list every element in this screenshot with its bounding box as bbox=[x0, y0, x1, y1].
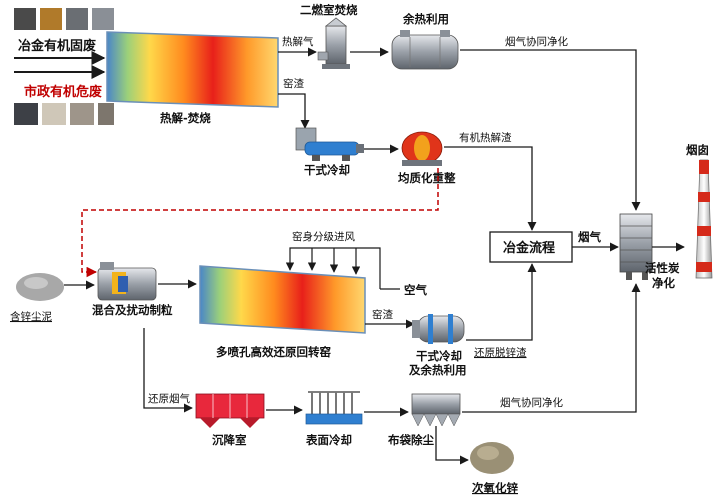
mixing-granulation-drum-icon bbox=[97, 262, 157, 301]
zinc-dust-highlight bbox=[24, 277, 48, 289]
surface-cooler-icon bbox=[305, 391, 363, 425]
label-pyrolysis-incineration: 热解-焚烧 bbox=[160, 111, 211, 125]
arrow-waste-heat-to-purifier bbox=[460, 49, 641, 211]
label-flue-gas-co-purification-top: 烟气协同净化 bbox=[505, 35, 568, 48]
label-zinc-oxide: 次氧化锌 bbox=[472, 481, 518, 495]
label-settling-chamber: 沉降室 bbox=[212, 433, 247, 447]
label-mixing-granulation: 混合及扰动制粒 bbox=[92, 303, 173, 317]
label-chimney: 烟囱 bbox=[686, 143, 709, 157]
dry-cooler-icon-top bbox=[295, 127, 364, 161]
label-air: 空气 bbox=[404, 283, 427, 297]
arrow-recycle-dashed bbox=[81, 168, 439, 278]
label-kiln-staged-air-intake: 窑身分级进风 bbox=[292, 230, 355, 243]
label-dry-cooling-top: 干式冷却 bbox=[304, 163, 350, 177]
label-kiln-slag-mid: 窑渣 bbox=[372, 308, 393, 321]
label-municipal-organic-hazardous-waste: 市政有机危废 bbox=[24, 84, 102, 100]
pyrolysis-incineration-kiln bbox=[106, 31, 279, 108]
arrow-bagfilter-to-purifier bbox=[462, 283, 641, 413]
waste-heat-boiler-icon bbox=[391, 30, 459, 70]
settling-chamber-icon bbox=[195, 393, 265, 428]
label-kiln-slag-top: 窑渣 bbox=[283, 77, 304, 90]
bag-filter-icon bbox=[411, 393, 461, 427]
label-dry-cooling-heat-2: 及余热利用 bbox=[409, 363, 467, 377]
arrow-reduction-flue-gas bbox=[143, 328, 193, 413]
label-organic-pyrolysis-slag: 有机热解渣 bbox=[459, 131, 512, 144]
label-metallurgy-organic-solid-waste: 冶金有机固废 bbox=[18, 38, 96, 54]
label-multi-nozzle-rotary-kiln: 多喷孔高效还原回转窑 bbox=[216, 345, 331, 359]
label-surface-cooling: 表面冷却 bbox=[305, 433, 352, 447]
label-bag-dust-removal: 布袋除尘 bbox=[387, 433, 434, 447]
label-secondary-combustion-chamber: 二燃室焚烧 bbox=[300, 3, 358, 17]
arrow-air-branch-1 bbox=[285, 247, 381, 289]
label-pyrolysis-gas: 热解气 bbox=[282, 35, 314, 48]
arrow-kiln-slag-top bbox=[278, 93, 310, 129]
label-dezinced-slag: 还原脱锌渣 bbox=[474, 346, 527, 359]
chimney-icon bbox=[695, 159, 713, 279]
arrow-dezinced-slag-to-metallurgy bbox=[466, 263, 537, 341]
homogenization-mill-icon bbox=[401, 131, 443, 166]
rotary-cooler-icon bbox=[412, 314, 465, 344]
arrow-organic-slag-to-metallurgy bbox=[444, 146, 537, 231]
zinc-oxide-highlight bbox=[477, 446, 499, 460]
feedstock-photo-top-row bbox=[14, 8, 114, 30]
arrow-to-zinc-oxide bbox=[435, 426, 469, 465]
label-reduction-flue-gas: 还原烟气 bbox=[148, 392, 190, 405]
label-activated-carbon-1: 活性炭 bbox=[645, 261, 680, 275]
secondary-combustion-chamber-icon bbox=[317, 17, 350, 69]
label-metallurgy-process: 冶金流程 bbox=[503, 240, 555, 256]
label-dry-cooling-heat-1: 干式冷却 bbox=[416, 349, 462, 363]
label-zinc-dust-sludge: 含锌尘泥 bbox=[10, 310, 52, 323]
label-flue-gas-co-purification-bottom: 烟气协同净化 bbox=[500, 396, 563, 409]
label-waste-heat-utilization: 余热利用 bbox=[402, 12, 449, 26]
activated-carbon-purifier-icon bbox=[619, 213, 653, 280]
label-activated-carbon-2: 净化 bbox=[652, 276, 675, 290]
multi-nozzle-rotary-kiln bbox=[199, 265, 366, 334]
label-flue-gas: 烟气 bbox=[578, 230, 601, 244]
feedstock-photo-bottom-row bbox=[14, 103, 114, 125]
label-homogenization-reconstruction: 均质化重整 bbox=[398, 171, 456, 185]
